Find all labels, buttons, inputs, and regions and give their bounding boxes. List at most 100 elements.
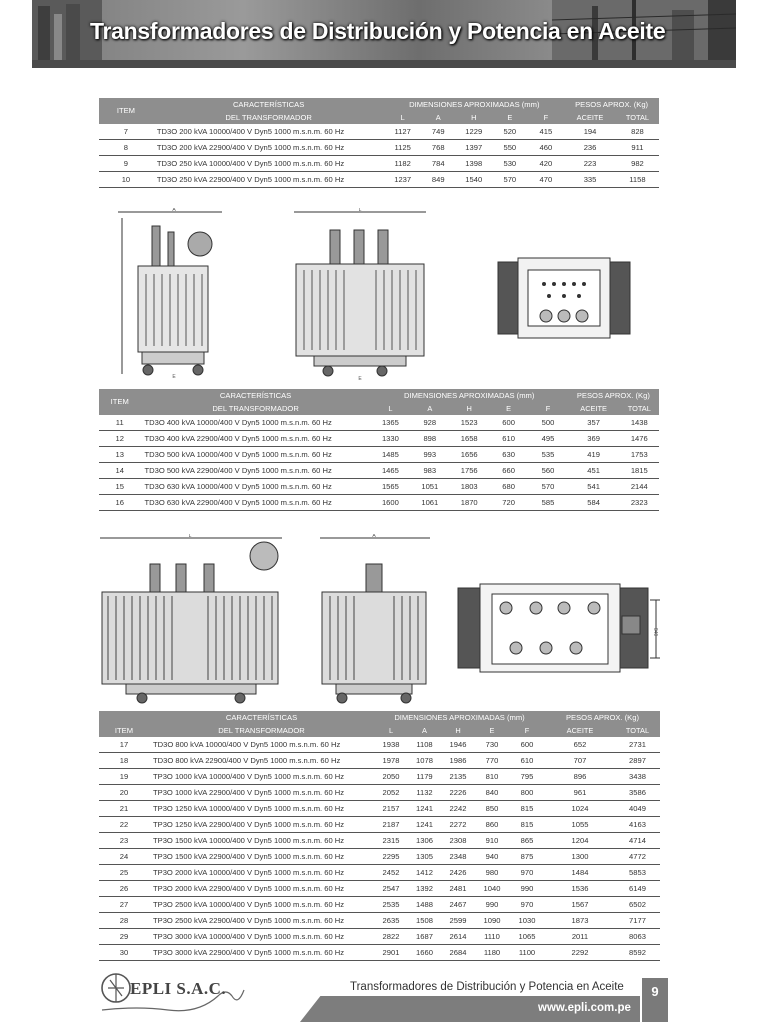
cell-E: 1110 [475,928,509,945]
cell-F: 610 [509,752,545,769]
cell-E: 530 [492,155,528,172]
cell-item: 19 [99,768,149,785]
cell-total: 3586 [615,784,660,801]
cell-total: 982 [615,155,659,172]
cell-total: 1476 [619,430,659,447]
cell-desc: TP3O 1500 kVA 10000/400 V Dyn5 1000 m.s.… [149,832,374,849]
footer-title: Transformadores de Distribución y Potenc… [350,981,624,993]
cell-H: 2599 [441,912,475,929]
cell-L: 2547 [374,880,408,897]
cell-item: 17 [99,737,149,753]
cell-F: 800 [509,784,545,801]
header-E: E [492,112,528,124]
header-F: F [509,725,545,737]
cell-total: 2897 [615,752,660,769]
cell-H: 1803 [449,478,489,495]
header-del-transformador: DEL TRANSFORMADOR [152,112,385,124]
cell-H: 2348 [441,848,475,865]
cell-item: 26 [99,880,149,897]
cell-L: 2157 [374,800,408,817]
cell-item: 7 [99,124,153,140]
cell-total: 5853 [615,864,660,881]
cell-item: 9 [99,155,153,172]
cell-L: 1237 [384,171,421,188]
cell-total: 6502 [615,896,660,913]
cell-F: 970 [509,896,545,913]
dim-label-l: L [359,208,362,213]
header-aceite: ACEITE [567,403,620,415]
cell-L: 1182 [384,155,421,172]
cell-A: 1488 [408,896,441,913]
spec-table-2: ITEM CARACTERÍSTICAS DIMENSIONES APROXIM… [99,389,659,511]
header-pesos: PESOS APROX. (Kg) [567,389,659,403]
spec-table-3: CARACTERÍSTICAS DIMENSIONES APROXIMADAS … [99,711,660,961]
cell-item: 29 [99,928,149,945]
header-A: A [420,112,456,124]
header-H: H [441,725,475,737]
cell-H: 2272 [441,816,475,833]
cell-A: 1305 [408,848,441,865]
header-spacer [99,711,149,725]
cell-A: 1392 [408,880,441,897]
cell-A: 1061 [410,494,450,511]
cell-total: 4772 [615,848,660,865]
epli-logo-icon [101,973,245,1012]
cell-desc: TD3O 500 kVA 22900/400 V Dyn5 1000 m.s.n… [140,462,371,479]
cell-F: 570 [528,478,568,495]
website-link[interactable]: www.epli.com.pe [538,1002,631,1014]
header-banner: Transformadores de Distribución y Potenc… [32,0,736,68]
dim-label-a-2: A [372,534,376,539]
cell-L: 1485 [370,446,411,463]
page-number: 9 [651,984,659,999]
cell-A: 1508 [408,912,441,929]
cell-E: 840 [475,784,509,801]
cell-E: 980 [475,864,509,881]
cell-desc: TD3O 200 kVA 22900/400 V Dyn5 1000 m.s.n… [152,139,385,156]
cell-total: 4049 [615,800,660,817]
header-pesos: PESOS APROX. (Kg) [564,98,659,112]
cell-E: 1090 [475,912,509,929]
header-L: L [370,403,411,415]
header-E: E [488,403,529,415]
cell-H: 1986 [441,752,475,769]
cell-L: 1565 [370,478,411,495]
header-A: A [410,403,450,415]
cell-F: 1030 [509,912,545,929]
cell-L: 1938 [374,737,408,753]
transformer-drawing-side-large: A [320,534,430,704]
cell-A: 749 [420,124,456,140]
cell-aceite: 1055 [545,816,615,833]
cell-A: 768 [420,139,456,156]
header-F: F [528,403,568,415]
cell-item: 16 [99,494,141,511]
cell-desc: TD3O 250 kVA 22900/400 V Dyn5 1000 m.s.n… [152,171,385,188]
header-H: H [449,403,489,415]
header-item: ITEM [99,389,141,415]
cell-E: 860 [475,816,509,833]
cell-A: 1412 [408,864,441,881]
dim-label-840: 840 [652,628,658,637]
header-dimensiones: DIMENSIONES APROXIMADAS (mm) [374,711,545,725]
cell-total: 1753 [619,446,659,463]
cell-item: 11 [99,415,141,431]
header-total: TOTAL [615,112,659,124]
cell-H: 1398 [455,155,493,172]
cell-item: 12 [99,430,141,447]
cell-E: 730 [475,737,509,753]
cell-L: 2295 [374,848,408,865]
cell-E: 520 [492,124,528,140]
transformer-drawing-top-large: 840 [457,583,660,673]
dim-label-e-side: E [358,376,362,382]
cell-F: 470 [527,171,565,188]
